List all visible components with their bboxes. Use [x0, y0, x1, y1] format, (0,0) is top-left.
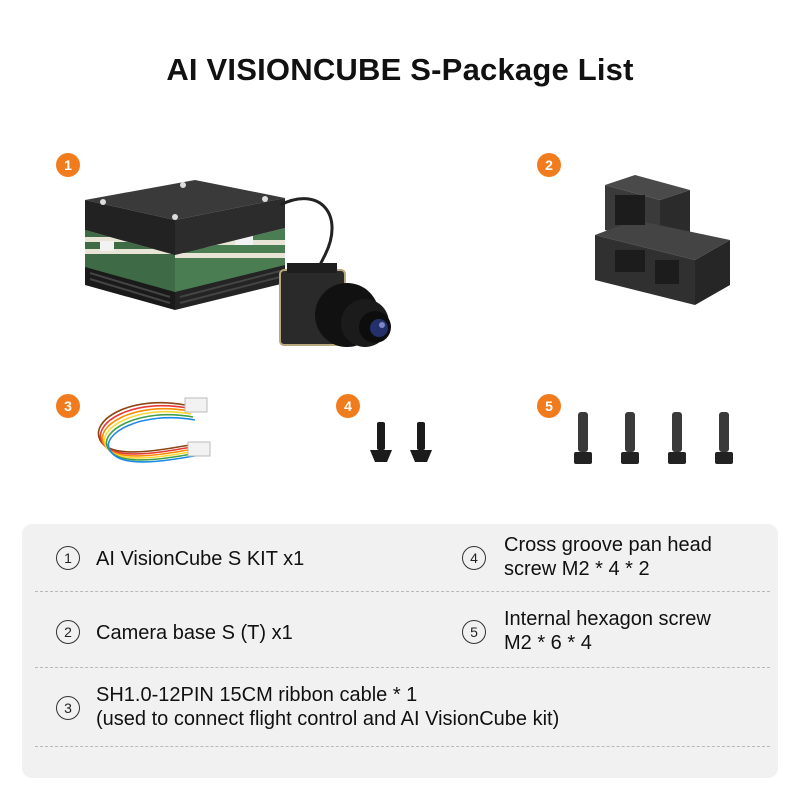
item-pan-head-screw-line-2: screw M2 * 4 * 2 — [504, 558, 650, 580]
item-kit: AI VisionCube S KIT x1 — [96, 547, 304, 571]
item-number-4: 4 — [462, 546, 486, 570]
item-number-3: 3 — [56, 696, 80, 720]
item-number-1: 1 — [56, 546, 80, 570]
item-number-5: 5 — [462, 620, 486, 644]
item-hexagon-screw-line-1: Internal hexagon screw — [504, 608, 711, 630]
badge-1: 1 — [56, 153, 80, 177]
item-hexagon-screw-line-2: M2 * 6 * 4 — [504, 632, 592, 654]
package-list-panel — [22, 524, 778, 778]
item-number-2: 2 — [56, 620, 80, 644]
row-divider — [35, 667, 770, 668]
pan-head-screw-icon — [370, 422, 432, 462]
item-camera-base-text: Camera base S (T) x1 — [96, 622, 293, 644]
badge-2: 2 — [537, 153, 561, 177]
item-hexagon-screw: Internal hexagon screw M2 * 6 * 4 — [504, 607, 711, 655]
hexagon-screw-icon — [574, 412, 733, 464]
page-title: AI VISIONCUBE S-Package List — [166, 52, 634, 87]
item-ribbon-cable: SH1.0-12PIN 15CM ribbon cable * 1 (used … — [96, 683, 559, 731]
item-kit-text: AI VisionCube S KIT x1 — [96, 548, 305, 570]
camera-base-mount-icon — [595, 175, 730, 305]
badge-5: 5 — [537, 394, 561, 418]
item-camera-base: Camera base S (T) x1 — [96, 621, 293, 645]
vision-cube-kit-icon — [85, 180, 391, 347]
badge-3: 3 — [56, 394, 80, 418]
item-pan-head-screw-line-1: Cross groove pan head — [504, 534, 712, 556]
ribbon-cable-icon — [97, 397, 211, 463]
row-divider — [35, 591, 770, 592]
row-divider — [35, 746, 770, 747]
item-ribbon-cable-line-1: SH1.0-12PIN 15CM ribbon cable * 1 — [96, 684, 418, 706]
item-pan-head-screw: Cross groove pan head screw M2 * 4 * 2 — [504, 533, 712, 581]
badge-4: 4 — [336, 394, 360, 418]
item-ribbon-cable-line-2: (used to connect flight control and AI V… — [96, 708, 560, 730]
